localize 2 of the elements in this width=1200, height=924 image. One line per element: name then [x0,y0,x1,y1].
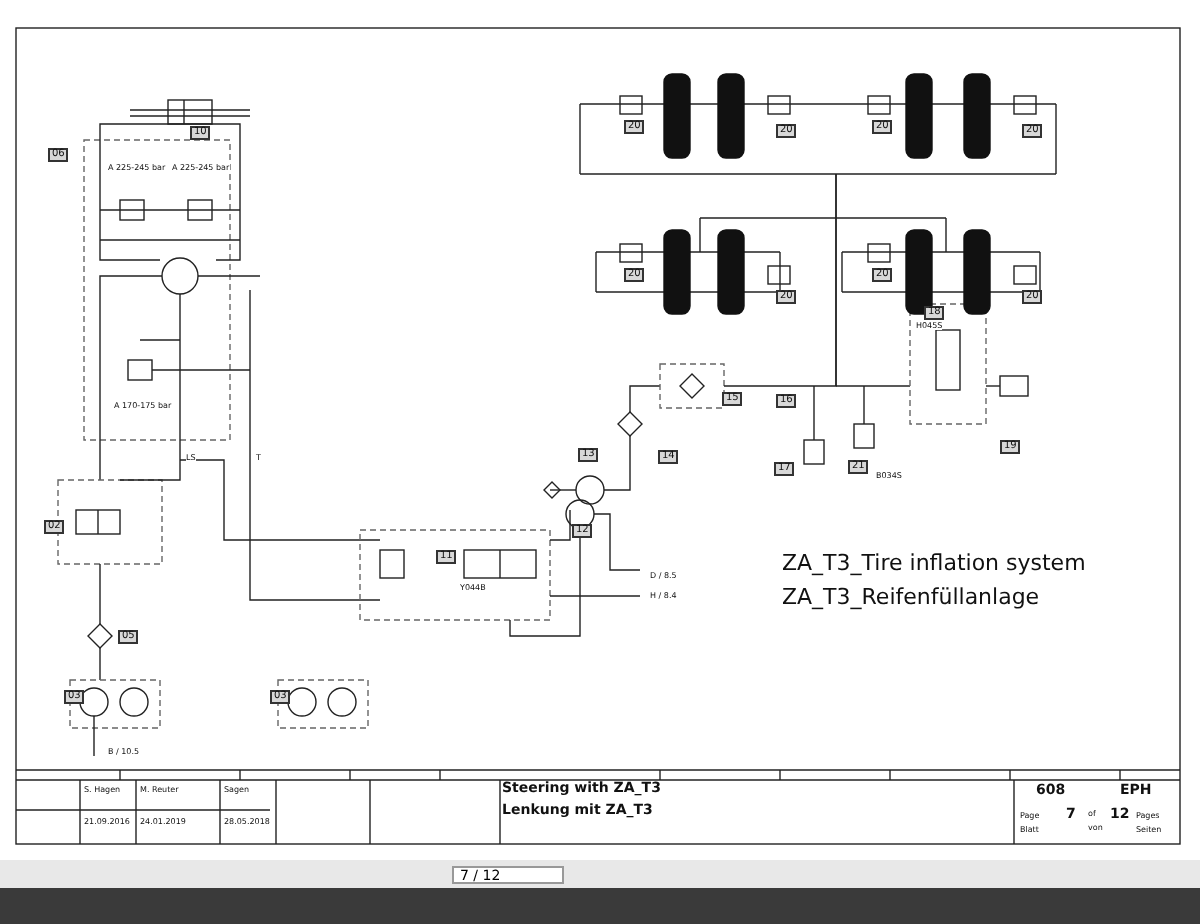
system-caption: ZA_T3_Tire inflation system [782,552,1086,574]
system-caption: ZA_T3_Reifenfüllanlage [782,586,1040,608]
